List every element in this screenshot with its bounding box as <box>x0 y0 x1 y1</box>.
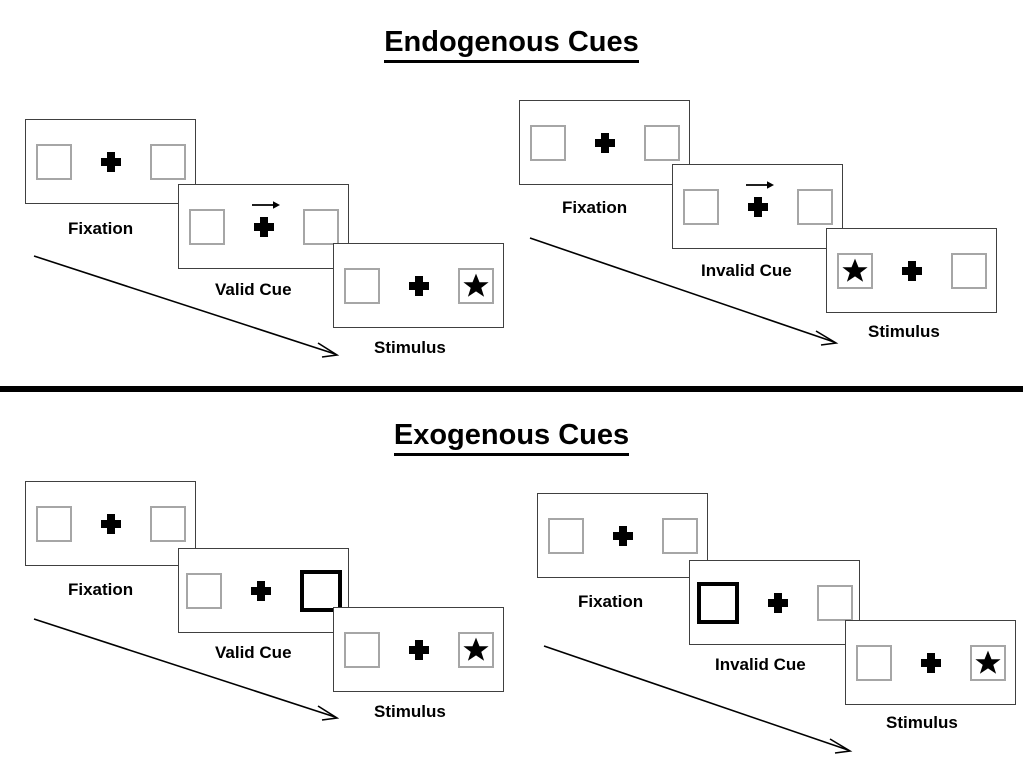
placeholder-box-left <box>343 631 380 668</box>
fixation-cross-icon <box>98 511 124 537</box>
caption-exogenous-invalid-cue: Invalid Cue <box>715 655 806 674</box>
caption-endogenous-invalid-cue: Invalid Cue <box>701 261 792 280</box>
fixation-cross-icon <box>248 578 274 604</box>
placeholder-box-left <box>35 505 72 542</box>
section-divider <box>0 386 1023 392</box>
caption-endogenous-invalid-fixation: Fixation <box>562 198 628 217</box>
placeholder-box-left <box>188 208 225 245</box>
fixation-cross-icon <box>610 523 636 549</box>
caption-exogenous-invalid-stimulus: Stimulus <box>886 713 958 732</box>
placeholder-box-left <box>547 517 584 554</box>
fixation-cross-icon <box>406 637 432 663</box>
placeholder-box-right <box>643 124 680 161</box>
fixation-cross-icon <box>918 650 944 676</box>
placeholder-box-right <box>457 267 494 304</box>
time-arrow-exogenous-invalid <box>540 640 860 760</box>
time-arrow-exogenous-valid <box>30 613 350 728</box>
caption-endogenous-valid-fixation: Fixation <box>68 219 134 238</box>
caption-exogenous-valid-cue: Valid Cue <box>215 643 292 662</box>
frame-exogenous-invalid-fixation <box>537 493 708 578</box>
star-target-icon <box>974 649 1002 676</box>
frame-exogenous-valid-cue <box>178 548 349 633</box>
fixation-cross-icon <box>592 130 618 156</box>
placeholder-box-right <box>796 188 833 225</box>
star-target-icon <box>841 257 869 284</box>
caption-endogenous-invalid-stimulus: Stimulus <box>868 322 940 341</box>
placeholder-box-left-cued <box>696 581 739 624</box>
placeholder-box-right-cued <box>299 569 342 612</box>
placeholder-box-right <box>969 644 1006 681</box>
placeholder-box-left <box>855 644 892 681</box>
fixation-cross-icon <box>98 149 124 175</box>
time-arrow-endogenous-invalid <box>526 232 846 352</box>
placeholder-box-right <box>302 208 339 245</box>
frame-endogenous-valid-stimulus <box>333 243 504 328</box>
caption-exogenous-valid-stimulus: Stimulus <box>374 702 446 721</box>
frame-endogenous-valid-fixation <box>25 119 196 204</box>
placeholder-box-left <box>185 572 222 609</box>
frame-endogenous-invalid-cue <box>672 164 843 249</box>
frame-exogenous-invalid-cue <box>689 560 860 645</box>
placeholder-box-right <box>457 631 494 668</box>
time-arrow-endogenous-valid <box>30 250 350 365</box>
placeholder-box-right <box>149 505 186 542</box>
placeholder-box-right <box>149 143 186 180</box>
section-title-endogenous-text: Endogenous Cues <box>384 26 639 63</box>
placeholder-box-right <box>661 517 698 554</box>
placeholder-box-right <box>950 252 987 289</box>
caption-exogenous-invalid-fixation: Fixation <box>578 592 644 611</box>
fixation-cross-icon <box>765 590 791 616</box>
frame-exogenous-valid-fixation <box>25 481 196 566</box>
star-target-icon <box>462 636 490 663</box>
section-title-endogenous: Endogenous Cues <box>0 26 1023 63</box>
frame-endogenous-invalid-fixation <box>519 100 690 185</box>
star-target-icon <box>462 272 490 299</box>
placeholder-box-left <box>682 188 719 225</box>
fixation-cross-icon <box>251 200 280 240</box>
frame-exogenous-valid-stimulus <box>333 607 504 692</box>
fixation-cross-icon <box>899 258 925 284</box>
arrow-right-cue-icon <box>251 199 281 211</box>
caption-endogenous-valid-cue: Valid Cue <box>215 280 292 299</box>
section-title-exogenous: Exogenous Cues <box>0 419 1023 456</box>
placeholder-box-left <box>836 252 873 289</box>
placeholder-box-left <box>35 143 72 180</box>
fixation-cross-icon <box>406 273 432 299</box>
placeholder-box-left <box>343 267 380 304</box>
frame-endogenous-invalid-stimulus <box>826 228 997 313</box>
frame-endogenous-valid-cue <box>178 184 349 269</box>
arrow-right-cue-icon <box>745 179 775 191</box>
caption-exogenous-valid-fixation: Fixation <box>68 580 134 599</box>
frame-exogenous-invalid-stimulus <box>845 620 1016 705</box>
fixation-cross-icon <box>745 180 774 220</box>
caption-endogenous-valid-stimulus: Stimulus <box>374 338 446 357</box>
placeholder-box-right <box>816 584 853 621</box>
placeholder-box-left <box>529 124 566 161</box>
section-title-exogenous-text: Exogenous Cues <box>393 419 630 456</box>
